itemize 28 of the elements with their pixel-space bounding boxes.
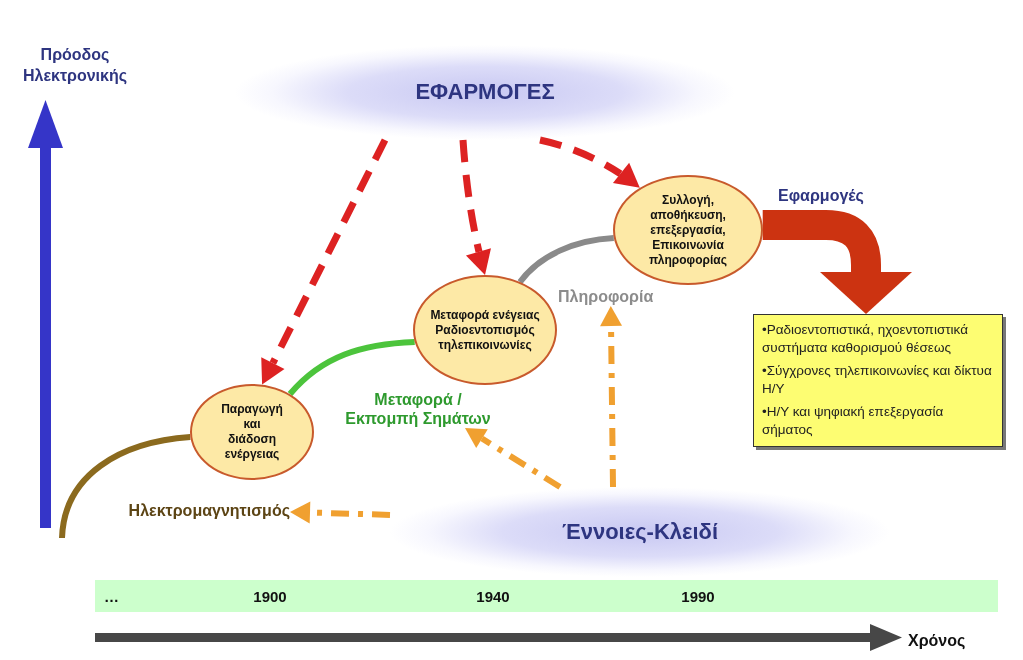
year-label: 1990 [681,587,715,607]
dash-dot-arrow [600,305,623,488]
concept-label: Πληροφορία [558,287,654,306]
node-text: Παραγωγή και διάδοση ενέργειας [220,402,284,462]
concept-label: Ηλεκτρομαγνητισμός [128,501,290,520]
year-label: 1940 [476,587,510,607]
dashed-arrow [539,136,642,191]
year-label: 1900 [253,587,287,607]
bullet-text: •Σύγχρονες τηλεπικοινωνίες και δίκτυα Η/Υ [762,362,993,398]
concept-label: Μεταφορά / Εκπομπή Σημάτων [344,390,492,428]
dashed-arrow [459,139,492,276]
bullet-text: •Ραδιοεντοπιστικά, ηχοεντοπιστικά συστήματα καθορισμού θέσεως [762,321,969,357]
dash-dot-arrow [463,425,562,490]
dashed-arrow [258,138,389,387]
bullet-text: •Η/Υ και ψηφιακή επεξεργασία σήματος [762,403,945,439]
axis-label: Χρόνος [908,631,966,651]
curve-line [287,339,415,396]
curve-line [517,235,615,284]
info-box [753,314,1003,447]
axis-label: Πρόοδος Ηλεκτρονικής [22,45,128,86]
curve-line [59,434,191,539]
edge-label: Εφαρμογές [778,186,864,205]
timeline-label: … [104,587,119,607]
band-title: ΕΦΑΡΜΟΓΕΣ [415,79,555,106]
node-text: Συλλογή, αποθήκευση, επεξεργασία, Επικοινωνία πληροφορίας [648,192,728,268]
band-title: Έννοιες-Κλειδί [561,518,719,546]
node-text: Μεταφορά ενέγειας Ραδιοεντοπισμός τηλεπικοινωνίες [429,307,541,353]
dash-dot-arrow [289,501,391,524]
